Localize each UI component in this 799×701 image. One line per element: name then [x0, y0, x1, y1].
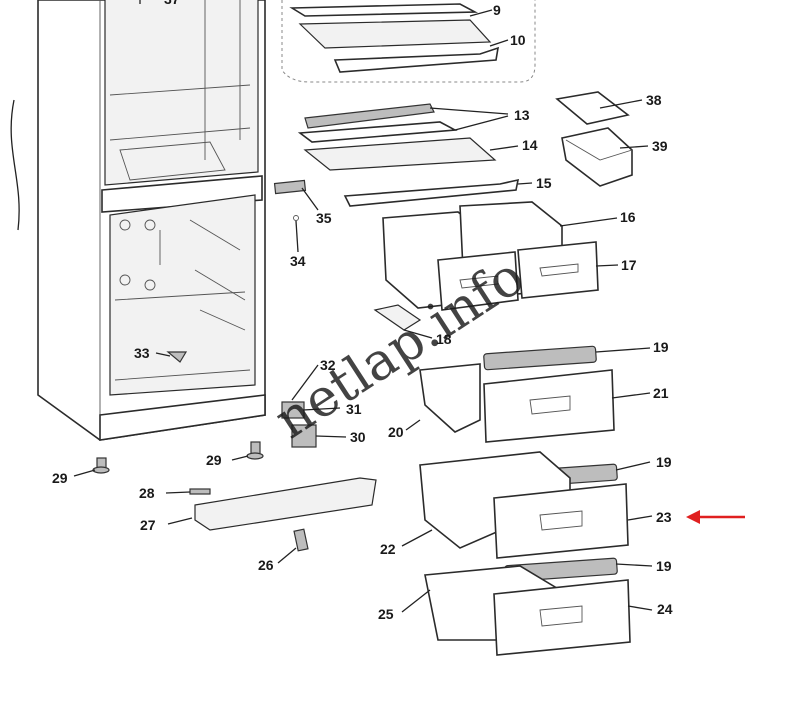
base-cover: [194, 477, 377, 531]
callout-29b: 29: [206, 452, 222, 468]
top-shelf-group: [281, 0, 536, 83]
freezer-drawer-middle: [419, 451, 629, 559]
callout-31: 31: [346, 401, 362, 417]
callout-19b: 19: [656, 454, 672, 470]
arrow-head-icon: [686, 510, 700, 524]
callout-14: 14: [522, 137, 538, 153]
freezer-drawer-lower: [424, 565, 631, 656]
callout-33: 33: [134, 345, 150, 361]
callout-29a: 29: [52, 470, 68, 486]
callout-22: 22: [380, 541, 396, 557]
callout-19a: 19: [653, 339, 669, 355]
refrigerator-cabinet: [10, 0, 266, 441]
callout-32: 32: [320, 357, 336, 373]
callout-labels: 37 9 10 13 14 15 16 17 18 19 20 21 22 23…: [52, 0, 673, 622]
callout-25: 25: [378, 606, 394, 622]
callout-28: 28: [139, 485, 155, 501]
glass-shelf-group: [297, 103, 520, 207]
drain-part: [166, 351, 188, 363]
callout-39: 39: [652, 138, 668, 154]
callout-38: 38: [646, 92, 662, 108]
small-cover: [373, 304, 422, 331]
hinge-part: [273, 179, 307, 195]
egg-tray-group: [555, 91, 633, 187]
callout-17: 17: [621, 257, 637, 273]
callout-9: 9: [493, 2, 501, 18]
callout-35: 35: [316, 210, 332, 226]
drawer-rail: [483, 345, 597, 371]
callout-37: 37: [164, 0, 180, 7]
callout-15: 15: [536, 175, 552, 191]
callout-27: 27: [140, 517, 156, 533]
pin-part: [293, 528, 309, 552]
freezer-drawer-upper: [419, 363, 615, 443]
callout-18: 18: [436, 331, 452, 347]
callout-21: 21: [653, 385, 669, 401]
callout-23: 23: [656, 509, 672, 525]
callout-13: 13: [514, 107, 530, 123]
callout-30: 30: [350, 429, 366, 445]
callout-16: 16: [620, 209, 636, 225]
callout-26: 26: [258, 557, 274, 573]
callout-20: 20: [388, 424, 404, 440]
callout-19c: 19: [656, 558, 672, 574]
leveling-foot: [92, 441, 264, 474]
crisper-drawers: [382, 201, 599, 311]
callout-10: 10: [510, 32, 526, 48]
callout-24: 24: [657, 601, 673, 617]
clip-part: [189, 488, 211, 495]
leader-lines: [73, 0, 745, 613]
callout-34: 34: [290, 253, 306, 269]
